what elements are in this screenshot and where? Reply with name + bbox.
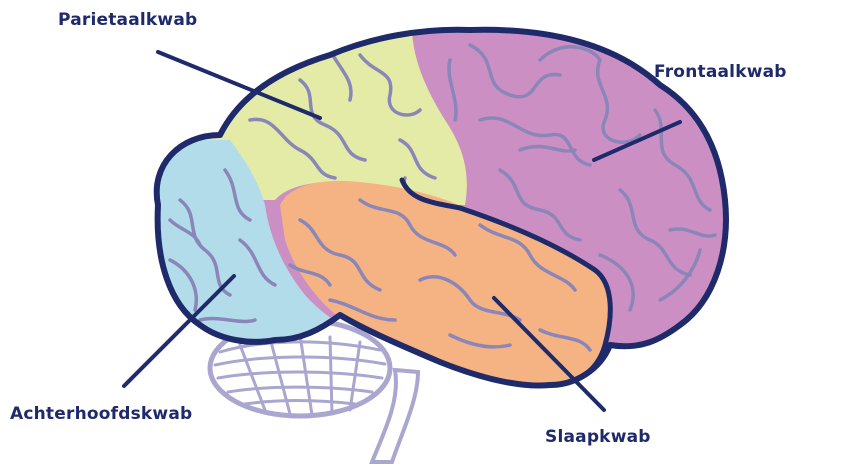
label-parietal-lobe: Parietaalkwab (58, 10, 197, 30)
label-occipital-lobe: Achterhoofdskwab (10, 404, 192, 424)
label-frontal-lobe: Frontaalkwab (654, 62, 787, 82)
label-temporal-lobe: Slaapkwab (545, 427, 651, 447)
